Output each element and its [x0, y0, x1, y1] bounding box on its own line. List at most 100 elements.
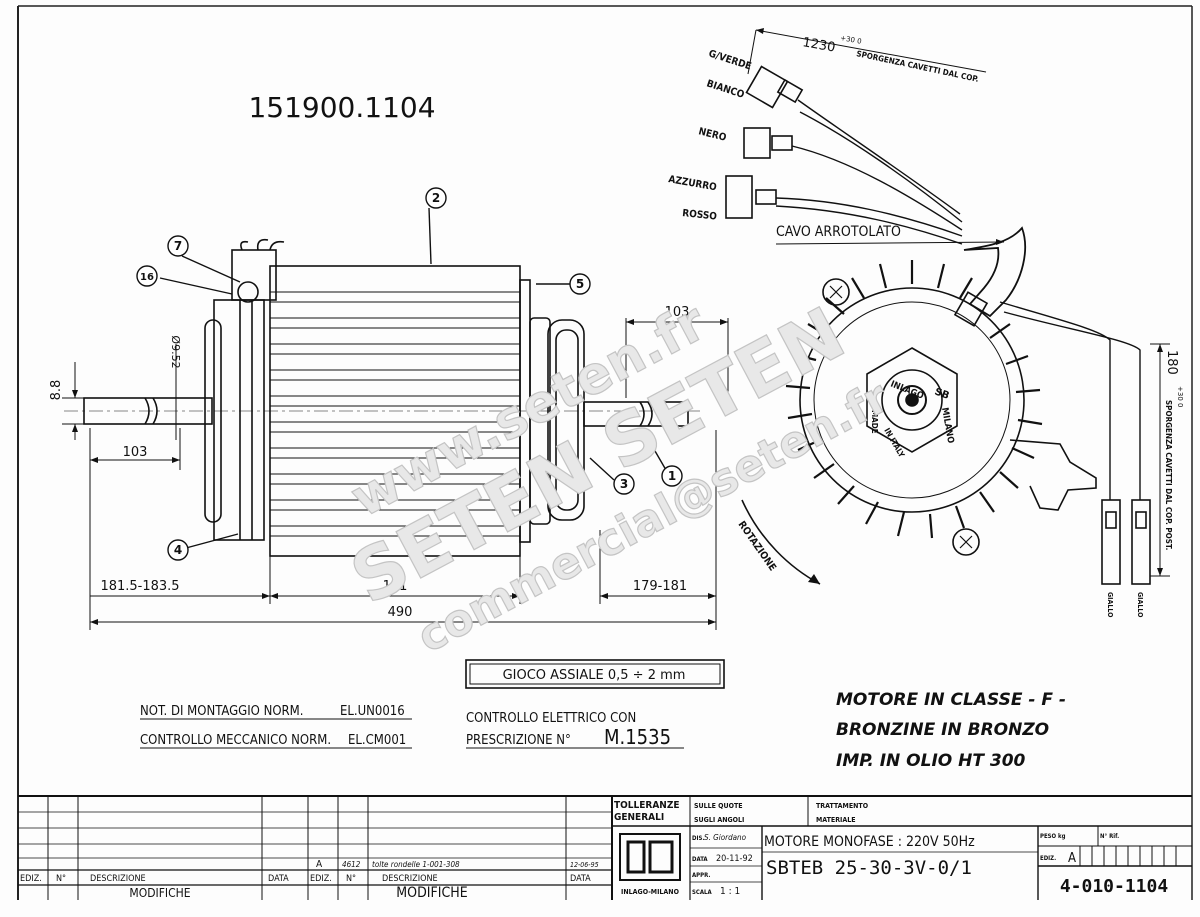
dim-total-len: 490 — [388, 605, 413, 620]
right-end-shield — [529, 317, 551, 525]
note-elettrico-2: PRESCRIZIONE N° — [466, 733, 571, 748]
hub-text-3: MADE — [870, 410, 879, 434]
peso-label: PESO kg — [1040, 833, 1066, 840]
dis-label: DIS. — [692, 835, 704, 842]
callout-16 — [136, 265, 158, 287]
callout-4 — [167, 539, 189, 561]
callout-5 — [569, 273, 591, 295]
dim-left-len: 181.5-183.5 — [100, 579, 179, 594]
callout-label-16: 16 — [140, 272, 154, 283]
post-length: 180 — [1164, 350, 1179, 375]
dis-value: S. Giordano — [704, 833, 747, 842]
wire-label-red: ROSSO — [682, 208, 718, 223]
company-name: INLAGO-MILANO — [621, 888, 680, 896]
post-note: SPORGENZA CAVETTI DAL COP. POST. — [1164, 400, 1173, 550]
post-lead-1: GIALLO — [1106, 592, 1114, 618]
data-value: 20-11-92 — [716, 854, 753, 864]
hdr-modifiche: MODIFICHE — [129, 886, 190, 900]
left-end-shield — [204, 319, 222, 523]
sugli-angoli: SUGLI ANGOLI — [694, 816, 744, 824]
sheet-frame — [17, 5, 1193, 900]
note-elettrico-1: CONTROLLO ELETTRICO CON — [466, 711, 636, 726]
note-class-1: MOTORE IN CLASSE - F - — [836, 690, 1066, 710]
hdr-n-2: N° — [346, 874, 356, 884]
shaft-end — [897, 385, 927, 415]
part-callouts — [136, 187, 683, 561]
end-view-text: 1230 +30 0 SPORGENZA CAVETTI DAL COP. G/… — [667, 34, 1184, 618]
callout-labels: 2 7 16 5 3 1 4 — [140, 191, 676, 557]
note-class-2: BRONZINE IN BRONZO — [836, 720, 1049, 740]
note-class-3: IMP. IN OLIO HT 300 — [836, 751, 1026, 771]
dim-right-len: 179-181 — [633, 579, 687, 594]
mounting-bolt-bottom — [952, 528, 980, 556]
n-rif-label: N° Rif. — [1100, 833, 1119, 840]
motor-side-view — [62, 238, 700, 557]
fork-bracket — [1009, 439, 1097, 511]
title-block — [18, 795, 1192, 900]
callout-1 — [661, 465, 683, 487]
assembly-notes: NOT. DI MONTAGGIO NORM. EL.UN0016 CONTRO… — [140, 690, 1066, 771]
title-block-text: TOLLERANZE GENERALI SULLE QUOTE SUGLI AN… — [20, 800, 1168, 901]
tolleranze: TOLLERANZE — [614, 800, 680, 811]
part-number: 4-010-1104 — [1060, 876, 1169, 897]
motor-end-view — [725, 65, 1151, 585]
callout-label-5: 5 — [576, 277, 584, 291]
hub-text-2: MILANO — [939, 407, 955, 444]
motor-spec: MOTORE MONOFASE : 220V 50Hz — [764, 834, 975, 850]
scala-label: SCALA — [692, 889, 712, 896]
hdr-ediz: EDIZ. — [20, 874, 42, 884]
ediz-label: EDIZ. — [1040, 855, 1056, 862]
dimension-arrows — [72, 319, 728, 625]
dim-shaft-dia-2: Ø9.52 — [169, 335, 182, 368]
callout-label-7: 7 — [174, 239, 182, 253]
hdr-data-2: DATA — [570, 874, 591, 884]
rev-desc: tolte rondelle 1-001-308 — [372, 860, 460, 869]
rotation-arrow — [741, 499, 821, 585]
trattamento: TRATTAMENTO — [816, 802, 869, 810]
callout-2 — [425, 187, 447, 209]
end-shield-outer — [799, 287, 1025, 513]
callout-label-1: 1 — [668, 469, 676, 483]
dimension-values: 8.8 Ø9.52 103 103 181.5-183.5 111 179-18… — [49, 305, 689, 620]
post-connector-2 — [1131, 499, 1151, 585]
model-title: SBTEB 25-30-3V-0/1 — [766, 857, 972, 879]
gioco-assiale: GIOCO ASSIALE 0,5 ÷ 2 mm — [503, 668, 686, 683]
gioco-box — [465, 659, 725, 689]
drawing-code: 151900.1104 — [248, 91, 435, 124]
note-elettrico-ref: M.1535 — [604, 725, 671, 749]
dim-body-len: 111 — [383, 579, 408, 594]
lead-dimension-arrows — [756, 28, 1163, 576]
hub-text-4: IN ITALY — [882, 427, 906, 460]
wire-connectors — [725, 65, 804, 219]
wire-label-white: BIANCO — [705, 78, 746, 101]
generali: GENERALI — [614, 812, 664, 823]
dim-left-shaft: 103 — [123, 445, 148, 460]
appr-label: APPR. — [692, 872, 710, 879]
hdr-ediz-2: EDIZ. — [310, 874, 332, 884]
hdr-descrizione-2: DESCRIZIONE — [382, 874, 438, 884]
sulle-quote: SULLE QUOTE — [694, 802, 743, 810]
dim-right-shaft: 103 — [665, 305, 690, 320]
post-lead-2: GIALLO — [1136, 592, 1144, 618]
company-logo — [619, 833, 681, 881]
callout-label-2: 2 — [432, 191, 440, 205]
lead-length: 1230 — [801, 35, 836, 56]
hdr-modifiche-2: MODIFICHE — [396, 885, 467, 901]
note-meccanico-ref: EL.CM001 — [348, 733, 406, 748]
materiale: MATERIALE — [816, 816, 856, 824]
post-connector-1 — [1101, 499, 1121, 585]
wire-label-green: G/VERDE — [707, 48, 753, 72]
lead-tolerance: +30 0 — [840, 34, 863, 46]
note-montaggio: NOT. DI MONTAGGIO NORM. — [140, 704, 303, 719]
hdr-n: N° — [56, 874, 66, 884]
callout-label-3: 3 — [620, 477, 628, 491]
lead-wires — [775, 99, 1141, 500]
data-label: DATA — [692, 856, 708, 863]
hdr-descrizione: DESCRIZIONE — [90, 874, 146, 884]
hub-logo: SB — [933, 386, 951, 401]
wire-label-black: NERO — [697, 126, 727, 144]
rotation-arrow-head — [808, 574, 820, 584]
dim-shaft-dia: 8.8 — [49, 380, 64, 401]
note-montaggio-ref: EL.UN0016 — [340, 704, 405, 719]
hdr-data: DATA — [268, 874, 289, 884]
